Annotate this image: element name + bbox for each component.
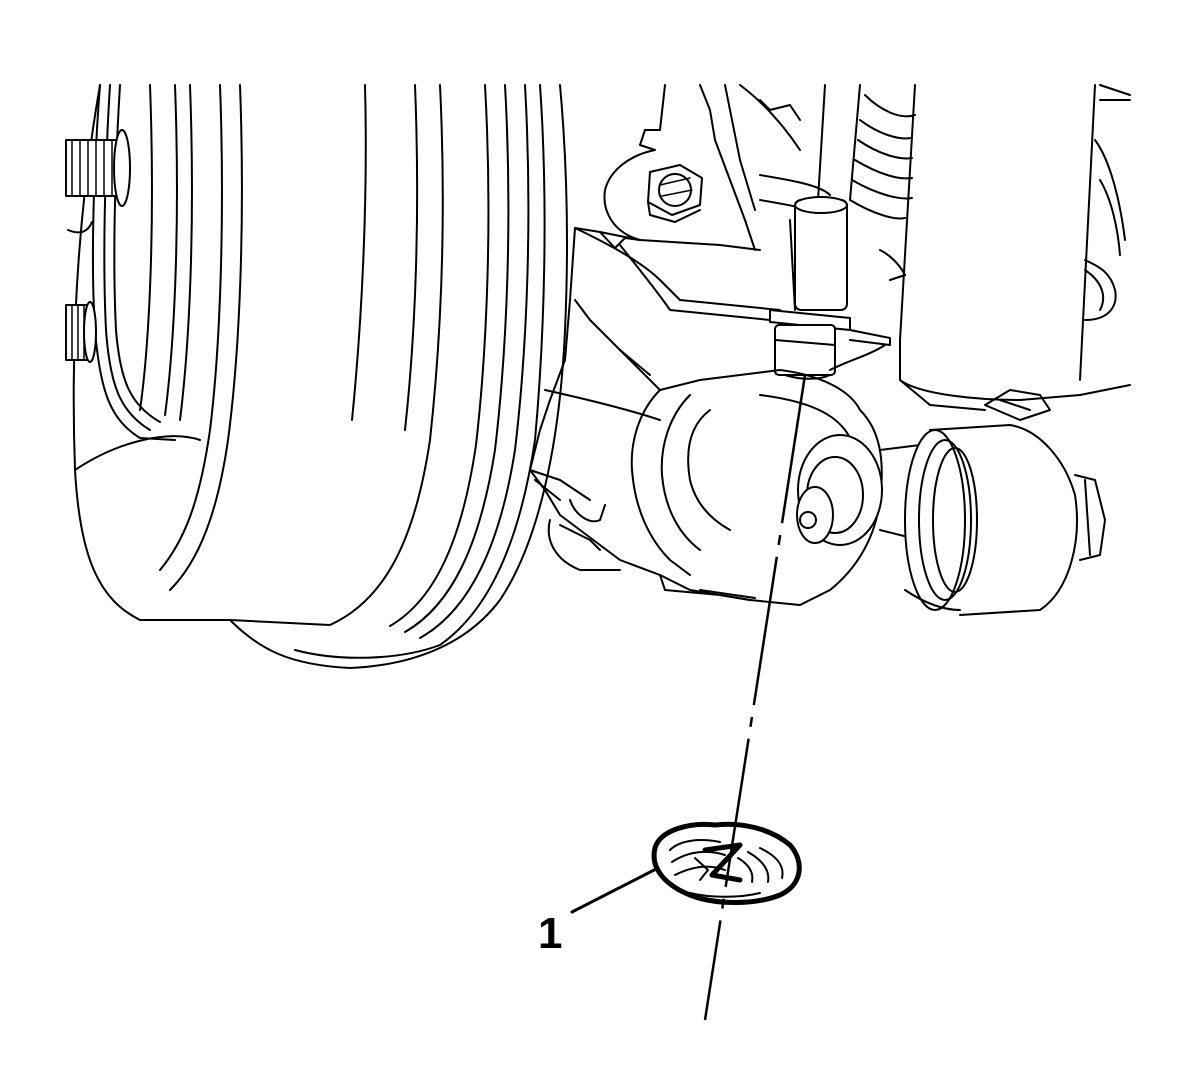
wheel-stud-lower [65,301,97,363]
sensor-body [769,196,891,380]
callout-1-leader [570,866,660,914]
knuckle [529,227,883,606]
tire [72,84,569,669]
assembly-centerline [703,374,807,1021]
upper-bracket [574,84,801,321]
callout-1-label: 1 [538,909,562,958]
wheel-stud-upper [65,129,131,234]
callout-1: 1 [538,866,660,958]
wheel-hub [91,84,176,441]
control-arm-bushing [796,379,1106,616]
clip [651,821,802,905]
bracket-bolt [647,164,703,223]
